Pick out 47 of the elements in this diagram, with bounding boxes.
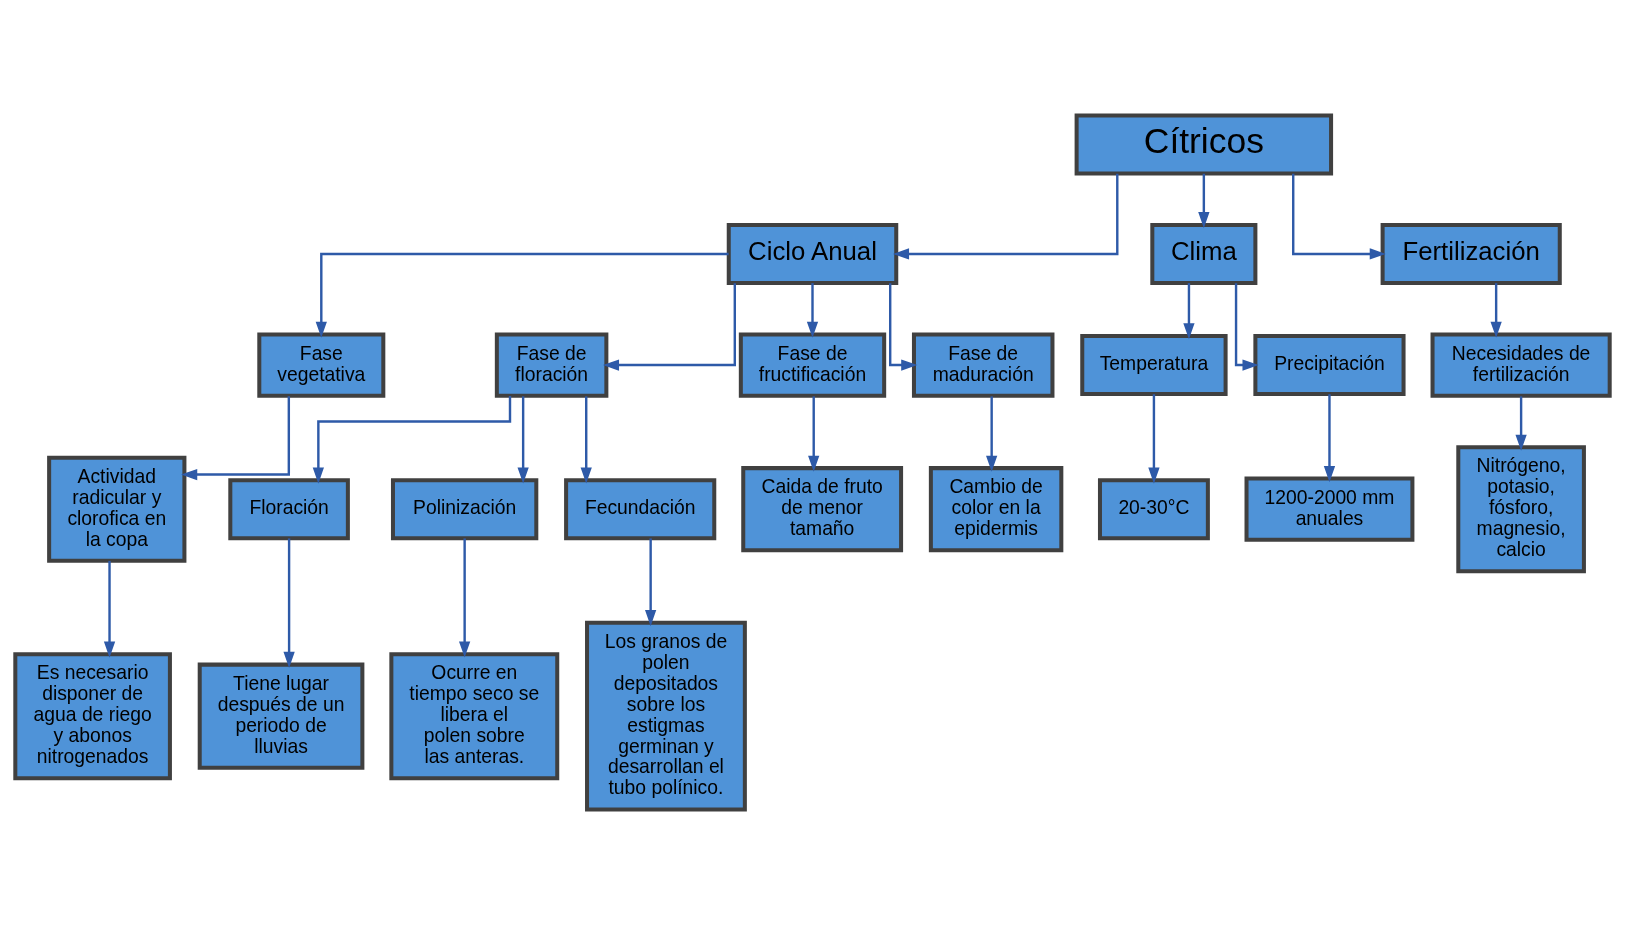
node-box: Actividad radicular y clorofica en la copa — [47, 455, 187, 563]
node-box: Cítricos — [1074, 113, 1334, 176]
arrow — [315, 252, 729, 338]
node-box: Temperatura — [1080, 334, 1228, 397]
node-box: Polinización — [390, 478, 539, 541]
arrow — [1292, 173, 1386, 260]
arrow — [808, 396, 820, 472]
arrow — [889, 283, 918, 371]
node-box: Necesidades de fertilización — [1430, 332, 1612, 398]
arrow — [602, 283, 736, 371]
arrow — [806, 283, 819, 338]
arrow — [1515, 396, 1527, 451]
arrow — [580, 396, 592, 484]
arrow — [459, 538, 471, 658]
arrow — [312, 395, 512, 484]
arrow — [517, 396, 529, 484]
node-box: Fase de maduración — [911, 332, 1055, 398]
arrow — [1490, 283, 1502, 338]
node-box: Clima — [1150, 222, 1258, 285]
arrow — [1183, 283, 1195, 340]
arrow — [892, 173, 1119, 260]
node-box: Fertilización — [1380, 222, 1562, 285]
node-box: Caida de fruto de menor tamaño — [741, 466, 904, 553]
node-box: Fase de fructificación — [738, 332, 887, 398]
arrow — [1234, 283, 1259, 371]
node-box: Cambio de color en la epidermis — [928, 466, 1064, 553]
node-box: Floración — [228, 478, 350, 541]
arrow — [1323, 394, 1336, 483]
arrow — [1148, 394, 1160, 484]
node-box: Fecundación — [564, 478, 717, 541]
arrow — [1198, 173, 1210, 229]
arrow — [181, 396, 291, 481]
node-box: Fase vegetativa — [257, 332, 386, 398]
node-box: Es necesario disponer de agua de riego y abonos nitrogenados — [13, 652, 172, 781]
node-box: Nitrógeno, potasio, fósforo, magnesio, calcio — [1456, 445, 1586, 574]
arrow — [283, 538, 295, 668]
node-box: Precipitación — [1253, 334, 1406, 397]
arrow — [645, 538, 657, 627]
node-box: Fase de floración — [494, 332, 609, 398]
node-box: Tiene lugar después de un periodo de lluvias — [197, 662, 365, 770]
node-box: 20-30°C — [1097, 478, 1210, 541]
arrow — [103, 560, 116, 658]
node-box: Ciclo Anual — [726, 222, 899, 285]
node-box: 1200-2000 mm anuales — [1244, 476, 1415, 542]
node-box: Ocurre en tiempo seco se libera el polen sobre las anteras. — [389, 652, 560, 781]
node-box: Los granos de polen depositados sobre los estigmas germinan y desarrollan el tubo polínico. — [585, 620, 747, 812]
arrow — [986, 396, 998, 472]
